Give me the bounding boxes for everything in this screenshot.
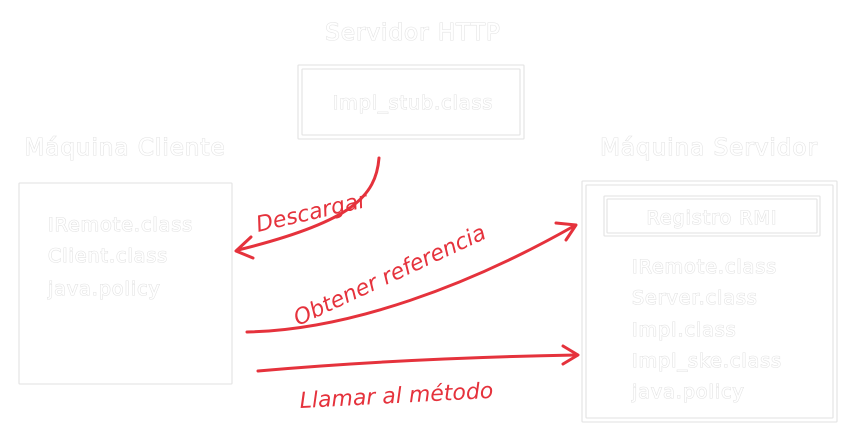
download-arrow-head	[234, 235, 255, 260]
call-method-label: Llamar al método	[299, 379, 494, 414]
call-method-arrow-head	[561, 344, 580, 366]
download-arrow: Descargar	[234, 156, 381, 260]
get-reference-arrow: Obtener referencia	[245, 220, 578, 334]
client-file: Client.class	[48, 245, 168, 267]
download-label: Descargar	[254, 188, 372, 238]
server-machine-box-inner	[585, 184, 834, 419]
server-machine: Máquina Servidor Registro RMI IRemote.cl…	[581, 134, 838, 423]
server-file: Server.class	[632, 287, 758, 309]
call-method-arrow: Llamar al método	[256, 344, 580, 414]
server-machine-title: Máquina Servidor	[600, 135, 818, 161]
server-file: Impl.class	[632, 319, 737, 341]
http-server-file: Impl_stub.class	[333, 92, 494, 114]
rmi-registry-box	[603, 195, 821, 237]
server-file: IRemote.class	[632, 256, 777, 278]
http-server-box	[297, 64, 525, 140]
server-machine-box	[581, 180, 838, 423]
http-server: Servidor HTTP Impl_stub.class	[297, 19, 525, 140]
download-arrow-line	[236, 156, 381, 252]
http-server-box-inner	[301, 68, 521, 136]
rmi-registry-label: Registro RMI	[647, 207, 778, 229]
server-file: Impl_ske.class	[632, 350, 782, 372]
server-file: java.policy	[631, 381, 745, 403]
client-machine-title: Máquina Cliente	[24, 135, 225, 161]
rmi-registry-box-inner	[606, 198, 818, 234]
get-reference-arrow-line	[245, 224, 576, 334]
client-machine-box	[18, 182, 233, 385]
http-server-title: Servidor HTTP	[325, 20, 501, 46]
get-reference-label: Obtener referencia	[290, 220, 490, 331]
client-machine: Máquina Cliente IRemote.class Client.cla…	[18, 134, 233, 385]
call-method-arrow-line	[256, 353, 578, 373]
client-file: java.policy	[47, 278, 161, 300]
client-file: IRemote.class	[48, 214, 193, 236]
get-reference-arrow-head	[554, 221, 578, 242]
